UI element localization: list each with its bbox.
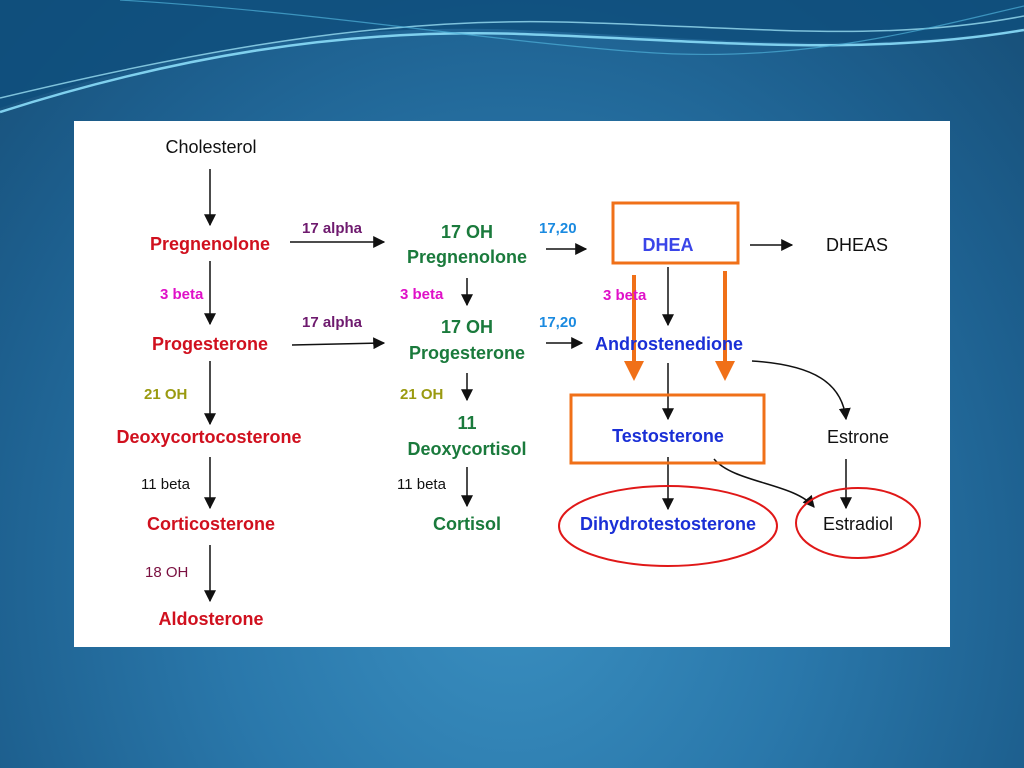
background-waves [0, 0, 1024, 114]
enzyme-1720-mid: 17,20 [539, 314, 577, 331]
enzyme-18oh: 18 OH [145, 564, 188, 581]
enzyme-11beta-mid: 11 beta [397, 476, 447, 493]
node-17oh-progesterone-line1: 17 OH [441, 317, 493, 337]
steroidogenesis-diagram: Cholesterol Pregnenolone Progesterone De… [116, 137, 921, 629]
arrow-progesterone-17oh [291, 337, 386, 350]
node-aldosterone: Aldosterone [158, 609, 263, 629]
arrow-androstenedione-estrone [751, 360, 851, 421]
enzyme-17alpha-top: 17 alpha [302, 220, 363, 237]
pathway-arrows [204, 169, 852, 603]
node-dhea: DHEA [642, 235, 693, 255]
enzyme-21oh-left: 21 OH [144, 386, 187, 403]
node-testosterone: Testosterone [612, 426, 724, 446]
node-17oh-pregnenolone-line2: Pregnenolone [407, 247, 527, 267]
node-androstenedione: Androstenedione [595, 334, 743, 354]
node-corticosterone: Corticosterone [147, 514, 275, 534]
node-estrone: Estrone [827, 427, 889, 447]
arrow-testosterone-estradiol [713, 458, 815, 508]
enzyme-3beta-left: 3 beta [160, 286, 204, 303]
node-cholesterol: Cholesterol [165, 137, 256, 157]
node-deoxycortisol-line1: 11 [457, 413, 476, 433]
node-dheas: DHEAS [826, 235, 888, 255]
enzyme-3beta-mid: 3 beta [400, 286, 444, 303]
enzyme-11beta-left: 11 beta [141, 476, 191, 493]
highlight-arrows [624, 271, 735, 381]
node-estradiol: Estradiol [823, 514, 893, 534]
enzyme-21oh-mid: 21 OH [400, 386, 443, 403]
node-dihydrotestosterone: Dihydrotestosterone [580, 514, 756, 534]
node-progesterone: Progesterone [152, 334, 268, 354]
node-17oh-progesterone-line2: Progesterone [409, 343, 525, 363]
estradiol-highlight-ellipse [795, 487, 921, 559]
node-cortisol: Cortisol [433, 514, 501, 534]
node-pregnenolone: Pregnenolone [150, 234, 270, 254]
dhea-highlight-box [611, 201, 740, 265]
enzyme-1720-top: 17,20 [539, 220, 577, 237]
node-deoxycorticosterone: Deoxycortocosterone [116, 427, 301, 447]
node-17oh-pregnenolone-line1: 17 OH [441, 222, 493, 242]
testosterone-highlight-box [569, 393, 766, 465]
enzyme-3beta-right: 3 beta [603, 287, 647, 304]
node-deoxycortisol-line2: Deoxycortisol [407, 439, 526, 459]
dihydrotestosterone-highlight-ellipse [558, 485, 778, 567]
diagram-panel: Cholesterol Pregnenolone Progesterone De… [74, 121, 950, 647]
enzyme-17alpha-mid: 17 alpha [302, 314, 363, 331]
